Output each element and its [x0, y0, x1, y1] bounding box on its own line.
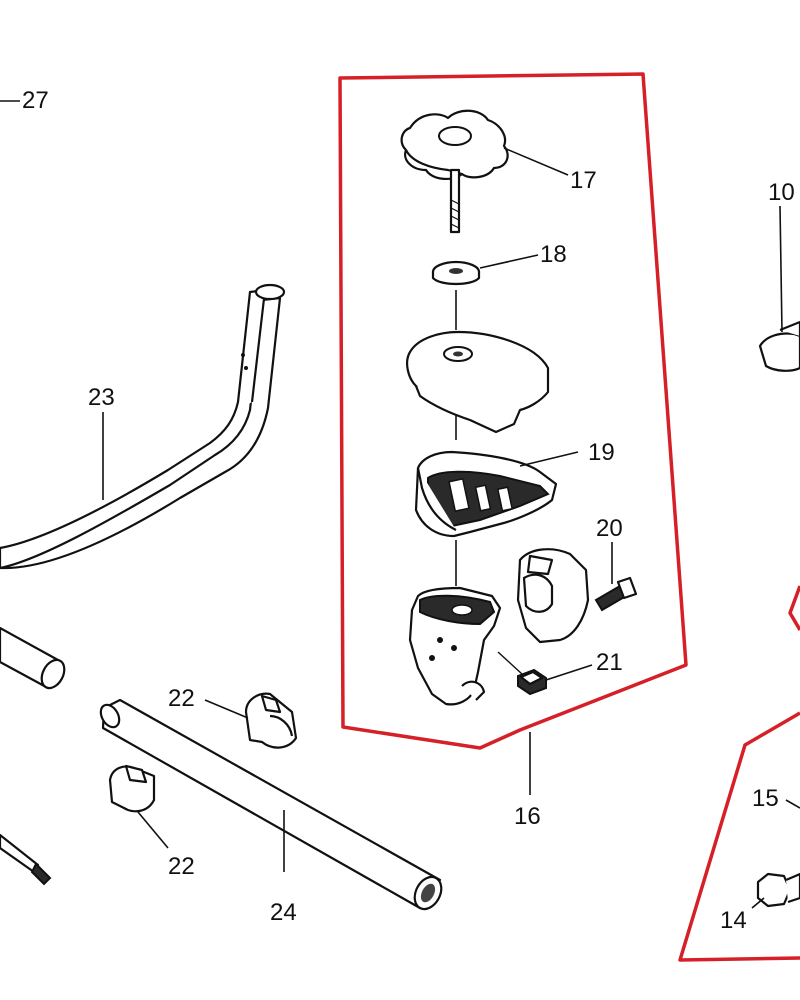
leader-21-link — [497, 651, 523, 675]
washer-18 — [431, 260, 481, 286]
callout-19: 19 — [588, 439, 615, 466]
callout-10: 10 — [768, 179, 795, 206]
leader-10 — [779, 205, 783, 333]
callout-22a: 22 — [168, 685, 195, 712]
callout-21: 21 — [596, 649, 623, 676]
callout-15: 15 — [752, 785, 779, 812]
leader-18 — [479, 254, 539, 269]
leader-17 — [503, 147, 569, 176]
lower-clamp-body — [408, 586, 502, 706]
callout-16: 16 — [514, 803, 541, 830]
square-nut-21 — [517, 668, 547, 696]
clip-22-lower — [108, 764, 156, 813]
partial-highlight-frame-right — [788, 585, 800, 631]
leader-19 — [519, 451, 579, 467]
callout-20: 20 — [596, 515, 623, 542]
callout-23: 23 — [88, 384, 115, 411]
callout-18: 18 — [540, 241, 567, 268]
top-cover — [406, 330, 550, 434]
leader-14 — [751, 897, 765, 909]
handle-bar-23 — [0, 283, 286, 570]
clip-22-upper — [244, 692, 298, 749]
leader-15 — [785, 799, 800, 809]
callout-27: 27 — [22, 87, 49, 114]
half-clamp — [516, 548, 590, 644]
assembly-14-15-highlight-frame — [678, 711, 800, 962]
star-knob-17 — [400, 109, 509, 234]
tube-stub-left — [0, 626, 66, 690]
leader-21 — [545, 664, 593, 681]
callout-14: 14 — [720, 907, 747, 934]
assembly-16-highlight-frame — [338, 72, 688, 750]
callout-22b: 22 — [168, 853, 195, 880]
clamp-frame-19 — [414, 450, 558, 538]
leader-22a — [204, 699, 249, 719]
callout-17: 17 — [570, 167, 597, 194]
bolt-14 — [756, 872, 800, 908]
leader-22b — [137, 811, 169, 849]
tube-24 — [99, 698, 443, 911]
callout-24: 24 — [270, 899, 297, 926]
shaft-bolt-left — [0, 833, 52, 886]
screw-20 — [594, 576, 638, 612]
part-10 — [758, 320, 800, 372]
